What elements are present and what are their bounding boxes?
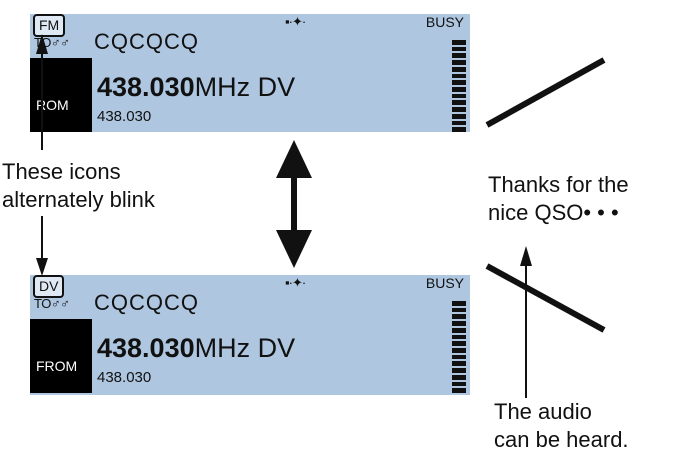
blink-caption-line2: alternately blink: [2, 187, 155, 212]
s-meter-icon: [452, 40, 466, 133]
call-sign: CQCQCQ: [94, 290, 199, 315]
speech-line-bottom: [485, 263, 606, 333]
frequency-readout: 438.030MHz DV: [97, 333, 295, 364]
lcd-display-dv: DV ▪·✦· BUSY TO♂♂ CQCQCQ FROM 438.030MHz…: [30, 275, 470, 395]
user-pair-icon: ♂♂: [50, 296, 70, 311]
pointer-arrow-up-icon: [36, 34, 48, 150]
sub-frequency: 438.030: [97, 108, 152, 125]
blink-caption: These icons alternately blink: [2, 158, 155, 214]
pointer-arrow-down-icon: [36, 216, 48, 276]
to-label: TO: [34, 296, 51, 311]
thanks-caption: Thanks for the nice QSO• • •: [488, 171, 629, 227]
blink-caption-line1: These icons: [2, 159, 121, 184]
busy-indicator: BUSY: [425, 14, 464, 30]
frequency-value: 438.030: [97, 72, 195, 102]
thanks-caption-line1: Thanks for the: [488, 172, 629, 197]
thanks-caption-line2: nice QSO• • •: [488, 200, 619, 225]
gps-icon: ▪·✦·: [285, 14, 306, 29]
busy-indicator: BUSY: [425, 275, 464, 291]
frequency-unit: MHz DV: [194, 333, 296, 363]
frequency-unit: MHz DV: [194, 72, 296, 102]
from-indicator: ROM: [30, 58, 92, 132]
frequency-value: 438.030: [97, 333, 195, 363]
frequency-readout: 438.030MHz DV: [97, 72, 295, 103]
lcd-display-fm: FM ▪·✦· BUSY TO♂♂ CQCQCQ ROM 438.030MHz …: [30, 14, 470, 133]
mode-indicator-fm: FM: [33, 14, 66, 37]
from-label: FROM: [36, 358, 78, 374]
audio-caption-line2: can be heard.: [494, 427, 629, 452]
from-label: ROM: [36, 97, 69, 113]
s-meter-icon: [452, 301, 466, 394]
call-sign: CQCQCQ: [94, 29, 199, 54]
audio-caption-line1: The audio: [494, 399, 592, 424]
audio-caption: The audio can be heard.: [494, 398, 629, 454]
double-arrow-icon: [276, 140, 312, 268]
gps-icon: ▪·✦·: [285, 275, 306, 290]
speech-line-top: [485, 57, 606, 128]
sub-frequency: 438.030: [97, 369, 152, 386]
user-pair-icon: ♂♂: [50, 35, 70, 50]
to-icon: TO♂♂: [34, 296, 70, 311]
pointer-arrow-audio-icon: [520, 246, 532, 398]
mode-indicator-dv: DV: [33, 275, 65, 298]
from-indicator: FROM: [30, 319, 92, 393]
